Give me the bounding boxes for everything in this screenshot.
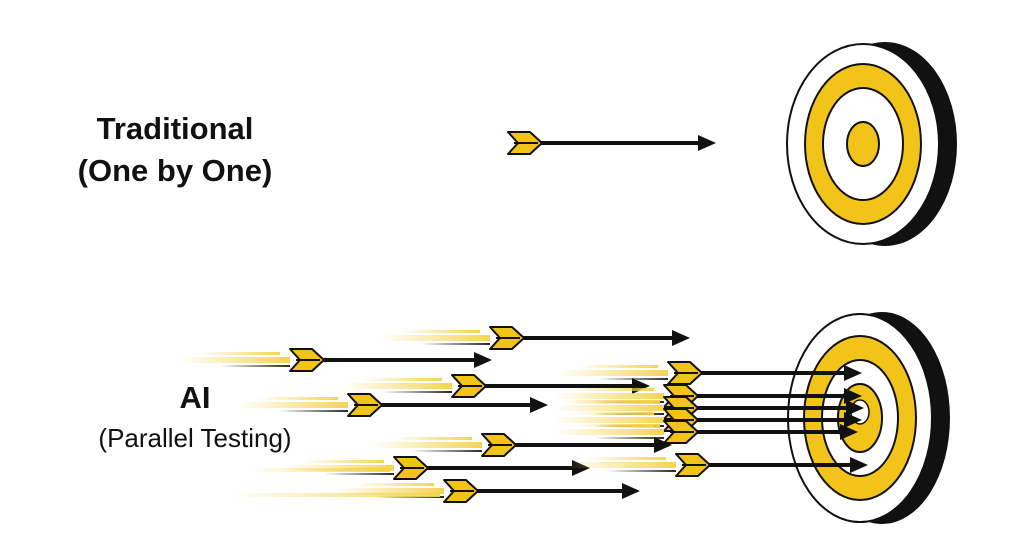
arrow-icon (334, 479, 640, 503)
ai-title: AI (179, 380, 211, 415)
traditional-subtitle: (One by One) (77, 153, 273, 188)
arrow-icon (372, 433, 672, 457)
ai-subtitle: (Parallel Testing) (98, 423, 292, 453)
arrow-icon (238, 393, 548, 417)
traditional-label: Traditional (One by One) (60, 108, 290, 192)
motion-streak (250, 468, 390, 472)
arrow-icon (180, 348, 492, 372)
target-icon (787, 312, 950, 524)
ai-label: AI (Parallel Testing) (50, 378, 340, 458)
target-icon (786, 42, 957, 246)
arrow-icon (507, 131, 716, 155)
motion-streak (230, 493, 440, 497)
arrow-icon (566, 453, 868, 477)
traditional-title: Traditional (96, 111, 254, 146)
arrow-icon (380, 326, 690, 350)
motion-streak (560, 400, 660, 404)
motion-streak (600, 424, 660, 428)
arrow-icon (342, 374, 650, 398)
